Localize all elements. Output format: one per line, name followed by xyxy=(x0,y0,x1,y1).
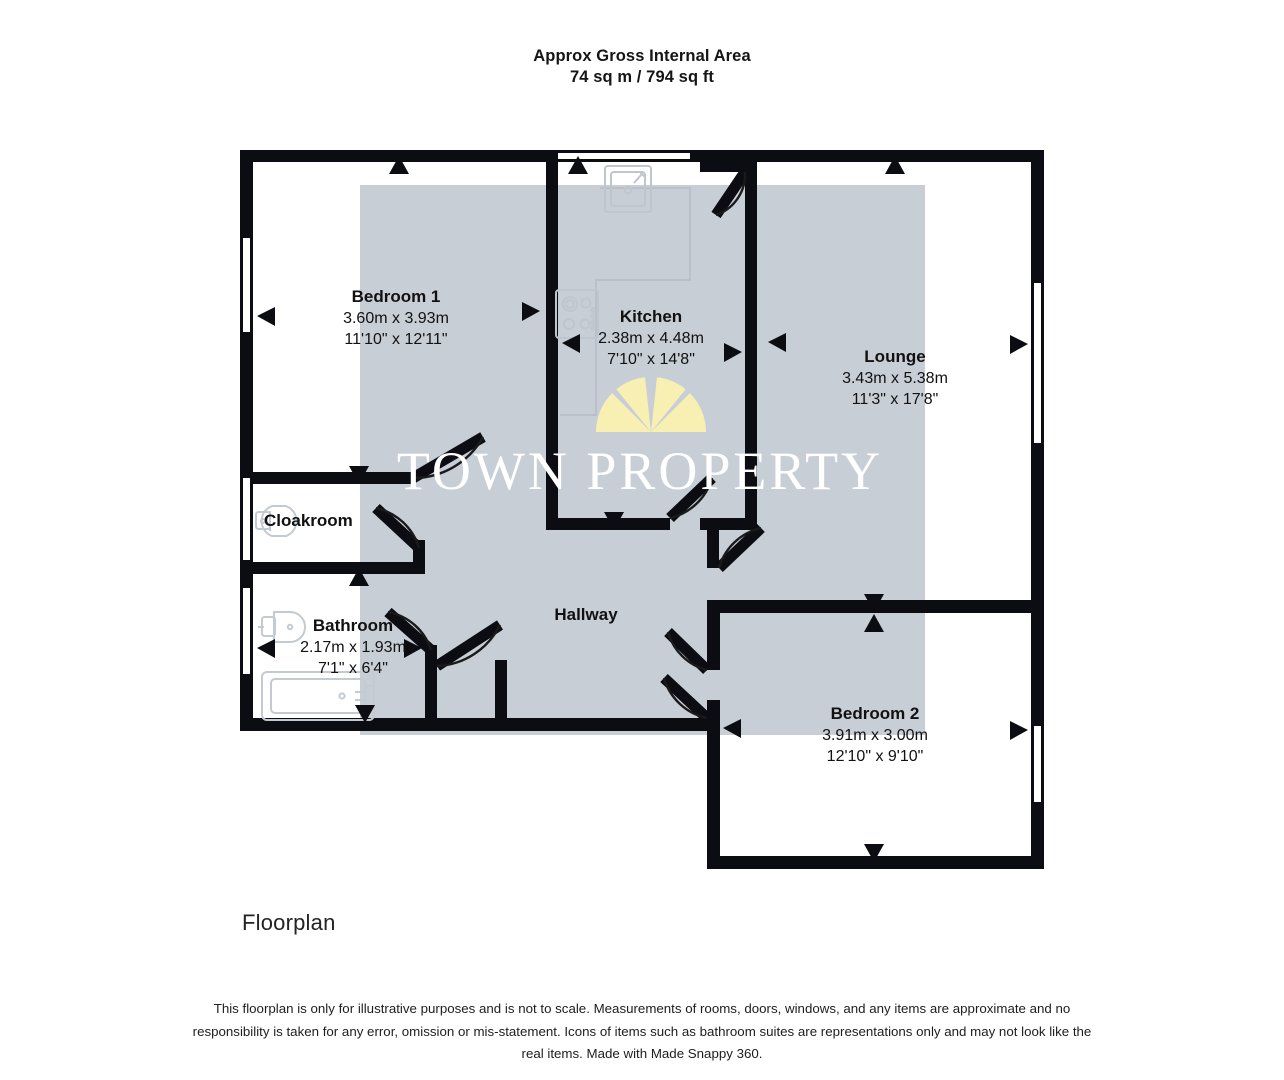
floorplan-caption: Floorplan xyxy=(242,910,336,935)
window-bathroom xyxy=(240,588,253,674)
dim-arrow-right xyxy=(522,302,540,321)
door-bathroom xyxy=(384,607,435,655)
basin-icon xyxy=(258,611,306,643)
door-bedroom1 xyxy=(410,432,486,483)
floorplan-svg xyxy=(240,150,1044,869)
door-kitchen xyxy=(711,168,750,219)
dim-arrow-up xyxy=(349,568,369,586)
dimension-arrow-group xyxy=(257,156,1028,862)
area-header: Approx Gross Internal Area 74 sq m / 794… xyxy=(0,46,1284,88)
dim-arrow-right xyxy=(404,639,422,658)
dim-arrow-down xyxy=(355,705,375,723)
hob-icon xyxy=(555,289,599,339)
window-bedroom2 xyxy=(1031,726,1044,802)
dim-arrow-down xyxy=(864,844,884,862)
dim-arrow-down xyxy=(864,594,884,612)
dim-arrow-left xyxy=(562,334,580,353)
dim-arrow-up xyxy=(389,156,409,174)
area-header-line1: Approx Gross Internal Area xyxy=(533,47,751,65)
dim-arrow-left xyxy=(768,333,786,352)
dim-arrow-right xyxy=(1010,335,1028,354)
door-kitchen-hall xyxy=(666,474,716,522)
door-cloakroom xyxy=(372,503,423,553)
dim-arrow-left xyxy=(257,307,275,326)
dim-arrow-down xyxy=(604,512,624,530)
disclaimer-text: This floorplan is only for illustrative … xyxy=(192,1001,1092,1061)
window-kitchen xyxy=(558,150,690,162)
dim-arrow-right xyxy=(1010,721,1028,740)
window-lounge xyxy=(1031,283,1044,443)
dim-arrow-down xyxy=(349,466,369,484)
dim-arrow-up xyxy=(885,156,905,174)
area-header-line2: 74 sq m / 794 sq ft xyxy=(569,68,715,86)
window-cloakroom xyxy=(240,478,253,560)
kitchen-counter-icon xyxy=(560,187,691,416)
sink-icon xyxy=(604,165,652,213)
toilet-icon xyxy=(255,505,298,537)
dim-arrow-up xyxy=(568,156,588,174)
floorplan-canvas xyxy=(240,150,1044,869)
fixture-group xyxy=(255,165,691,721)
dim-arrow-right xyxy=(724,343,742,362)
door-bedroom2 xyxy=(664,628,711,674)
bathtub-icon xyxy=(261,671,375,721)
window-bedroom1 xyxy=(240,238,253,332)
door-cupboard xyxy=(433,620,504,671)
window-group xyxy=(240,150,1044,802)
dim-arrow-up xyxy=(864,614,884,632)
door-lounge xyxy=(715,524,765,572)
door-entrance xyxy=(660,673,711,723)
dim-arrow-left xyxy=(257,639,275,658)
dim-arrow-left xyxy=(723,719,741,738)
door-group xyxy=(372,168,765,723)
brand-logo-icon xyxy=(596,377,706,432)
